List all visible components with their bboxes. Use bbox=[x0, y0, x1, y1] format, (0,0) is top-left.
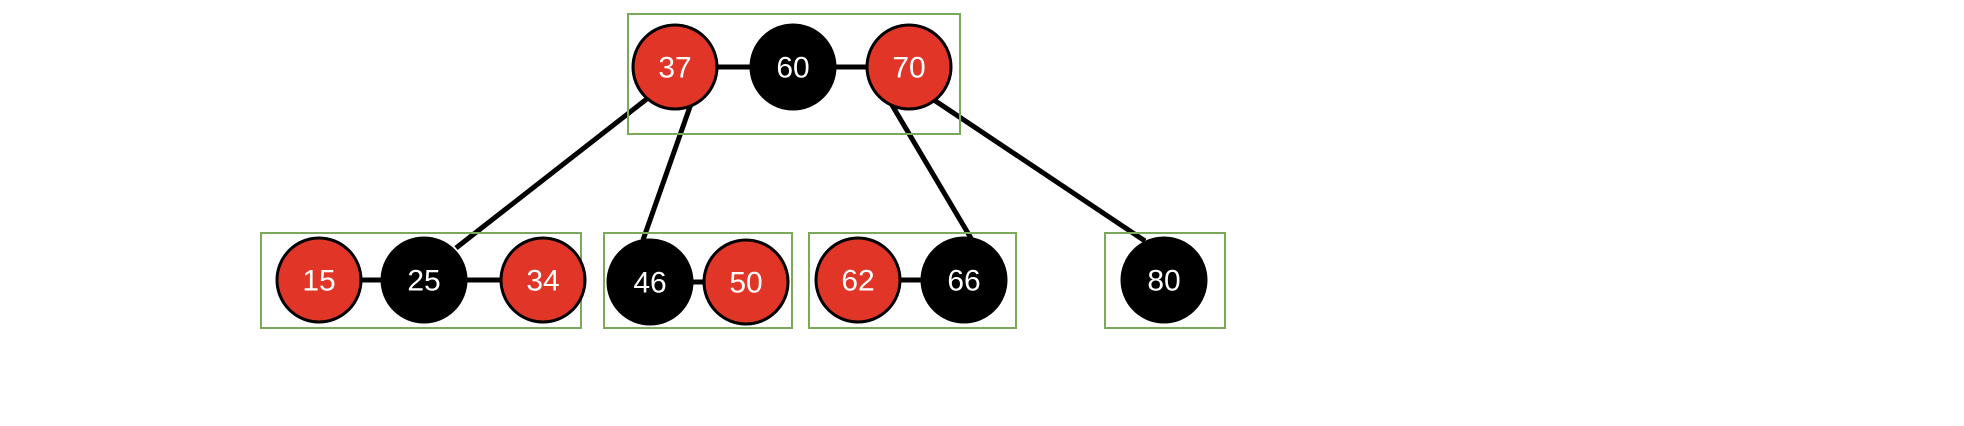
node-circle-15[interactable] bbox=[275, 236, 363, 324]
edge-layer bbox=[454, 95, 1147, 250]
node-circle-50[interactable] bbox=[702, 238, 790, 326]
group-box-root bbox=[627, 13, 961, 135]
tree-edge-37-46 bbox=[640, 100, 695, 241]
tree-node-62[interactable]: 62 bbox=[814, 236, 902, 324]
tree-node-80[interactable]: 80 bbox=[1120, 236, 1208, 324]
tree-node-46[interactable]: 46 bbox=[606, 238, 694, 326]
node-circle-60[interactable] bbox=[749, 23, 837, 111]
tree-node-66[interactable]: 66 bbox=[920, 236, 1008, 324]
tree-node-25[interactable]: 25 bbox=[380, 236, 468, 324]
tree-edge-70-80 bbox=[929, 95, 1147, 244]
tree-node-50[interactable]: 50 bbox=[702, 238, 790, 326]
node-circle-25[interactable] bbox=[380, 236, 468, 324]
node-circle-62[interactable] bbox=[814, 236, 902, 324]
tree-edge-37-25 bbox=[454, 96, 650, 250]
node-circle-66[interactable] bbox=[920, 236, 1008, 324]
tree-node-70[interactable]: 70 bbox=[865, 23, 953, 111]
group-box-leaf-2 bbox=[603, 232, 793, 329]
group-box-leaf-4 bbox=[1104, 232, 1226, 329]
group-box-leaf-3 bbox=[808, 232, 1017, 329]
tree-node-37[interactable]: 37 bbox=[631, 23, 719, 111]
node-circle-80[interactable] bbox=[1120, 236, 1208, 324]
tree-node-60[interactable]: 60 bbox=[749, 23, 837, 111]
tree-node-15[interactable]: 15 bbox=[275, 236, 363, 324]
node-circle-37[interactable] bbox=[631, 23, 719, 111]
group-box-layer bbox=[260, 13, 1226, 329]
tree-edge-70-66 bbox=[886, 98, 978, 247]
tree-node-34[interactable]: 34 bbox=[499, 236, 587, 324]
node-circle-34[interactable] bbox=[499, 236, 587, 324]
node-circle-70[interactable] bbox=[865, 23, 953, 111]
node-circle-46[interactable] bbox=[606, 238, 694, 326]
